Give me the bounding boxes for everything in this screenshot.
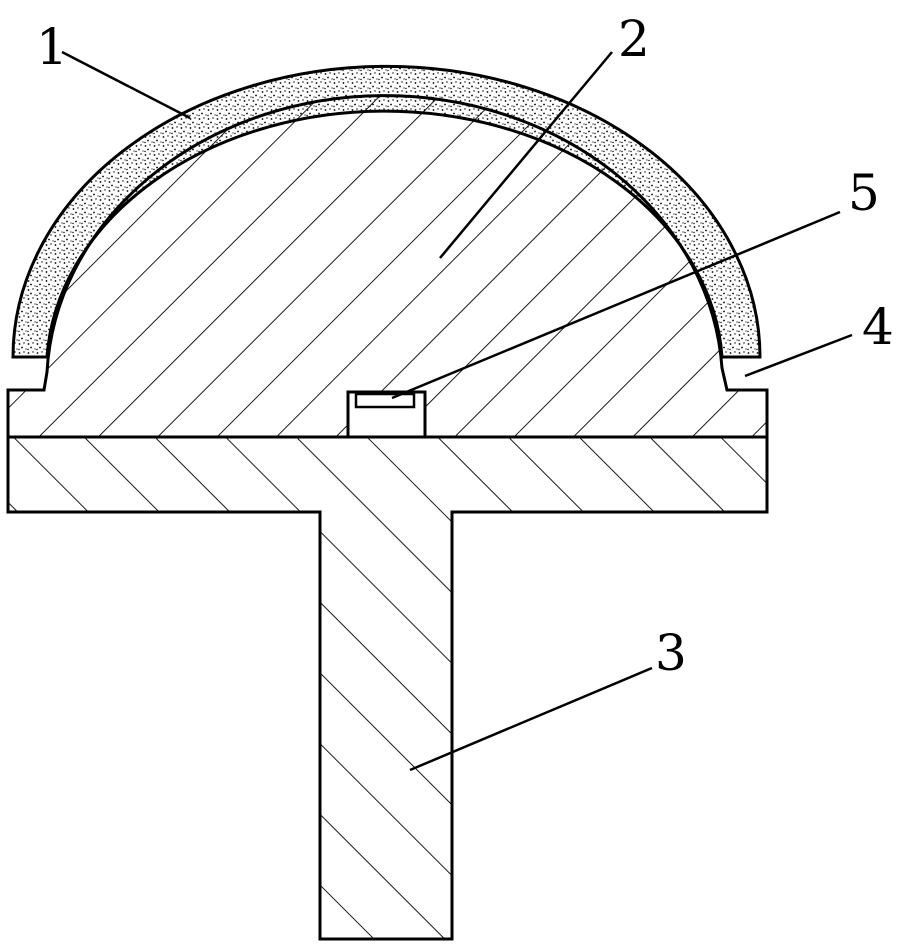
callout-label-1: 1 <box>36 18 68 76</box>
notch-insert <box>354 392 416 409</box>
leader-line-4 <box>744 333 853 378</box>
callout-label-3: 3 <box>655 624 687 682</box>
leader-line-3 <box>409 666 653 772</box>
leader-line-2 <box>439 51 613 259</box>
dome-body <box>6 94 769 439</box>
callout-label-5: 5 <box>848 164 880 222</box>
leader-line-5 <box>391 210 841 400</box>
callout-label-4: 4 <box>862 298 894 356</box>
holder-body <box>6 435 769 941</box>
callout-label-2: 2 <box>618 10 650 68</box>
leader-line-1 <box>61 50 191 120</box>
dome-coating <box>11 64 762 359</box>
